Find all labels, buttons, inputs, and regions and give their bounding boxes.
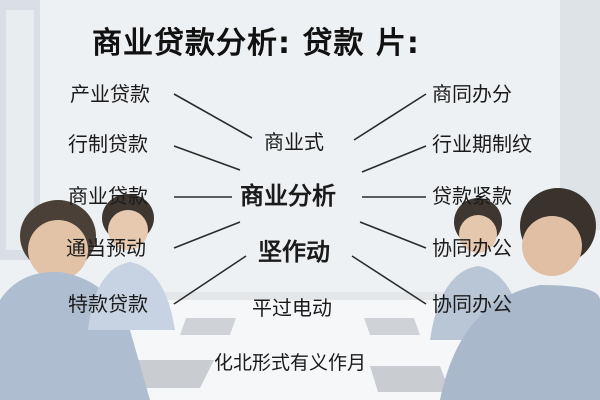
center-item-3: 坚作动 [258,238,330,266]
left-item-4: 通当预动 [66,236,146,260]
right-item-5: 协同办公 [432,292,512,316]
left-item-1: 产业贷款 [70,82,150,106]
center-item-2: 商业分析 [240,182,336,210]
right-item-1: 商同办分 [432,82,512,106]
right-item-2: 行业期制纹 [432,132,532,156]
left-item-3: 商业贷款 [68,184,148,208]
left-item-5: 特款贷款 [68,292,148,316]
right-item-4: 协同办公 [432,236,512,260]
left-item-2: 行制贷款 [68,132,148,156]
page-title: 商业贷款分析: 贷款 片: [92,26,420,61]
right-item-3: 贷款紧款 [432,184,512,208]
bottom-caption: 化北形式有义作月 [214,352,367,374]
center-item-1: 商业式 [264,130,324,154]
center-item-4: 平过电动 [252,296,332,320]
